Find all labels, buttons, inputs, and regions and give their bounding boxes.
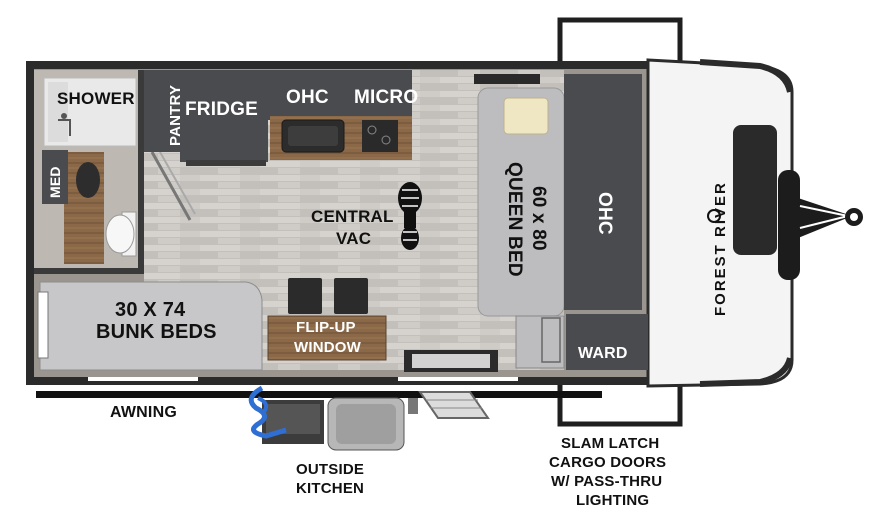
fridge [180,70,268,162]
brand-emblem [707,209,721,223]
ohc-front-label: OHC [594,192,615,235]
ohc-galley-label: OHC [286,87,329,108]
micro-label: MICRO [354,87,419,108]
med-label: MED [47,166,63,198]
footprint-icon [398,182,422,250]
front-window [733,125,777,255]
ward-label: WARD [578,345,628,362]
flip-up-table [267,315,387,361]
outside-kitchen-label-line1: OUTSIDE [296,461,365,478]
bunk-beds [39,281,263,371]
slam-latch-label-line1: SLAM LATCH [561,435,660,452]
flip-up-label-line1: FLIP-UP [296,319,356,336]
pantry-label: PANTRY [167,84,184,146]
slam-latch-label-line4: LIGHTING [576,492,650,509]
fridge-label: FRIDGE [185,99,258,120]
queen-bed-label-line2: QUEEN BED [504,162,525,277]
bunk-beds-label-line2: BUNK BEDS [96,321,217,343]
pillow [503,97,549,135]
shower-label: SHOWER [57,89,135,108]
ohc-front [564,74,642,310]
flip-up-label-line2: WINDOW [294,339,362,356]
awning-bar [36,391,602,398]
roof-vent [474,74,540,84]
slam-latch-label-line3: W/ PASS-THRU [551,473,663,490]
grill-icon [408,391,490,419]
toilet-icon [105,211,137,257]
hitch-icon [778,170,863,280]
pantry [144,70,180,152]
cooktop [362,120,398,152]
med-cabinet [42,150,68,204]
dinette-seat-right [334,278,368,314]
bunk-beds-label-line1: 30 X 74 [115,299,186,321]
outside-kitchen-icon [262,397,405,451]
queen-bed-label-line1: 60 x 80 [528,186,549,251]
awning-label: AWNING [110,404,177,421]
wardrobe [566,314,648,370]
outside-kitchen-label-line2: KITCHEN [296,480,365,497]
dinette-seat-left [288,278,322,314]
central-vac-label-line2: VAC [336,229,372,248]
slam-latch-label-line2: CARGO DOORS [549,454,667,471]
cargo-door-bottom [557,380,683,427]
cargo-door-top [557,17,683,68]
hose-icon [248,385,287,439]
brand-logo-text: FOREST RIVER [712,181,729,316]
central-vac-label-line1: CENTRAL [311,207,394,226]
ohc-galley [268,70,412,120]
